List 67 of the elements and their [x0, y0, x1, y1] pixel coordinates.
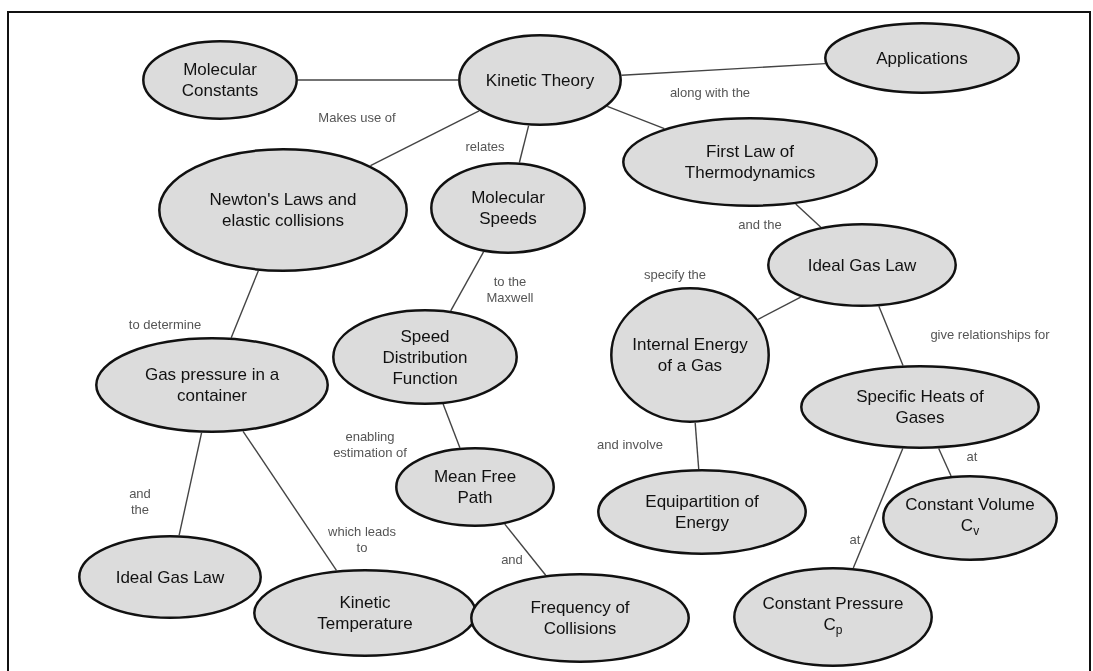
concept-label: Kinetic Temperature [316, 592, 414, 634]
connector-line [178, 432, 203, 536]
connector-line [620, 62, 826, 76]
concept-label: Molecular Constants [180, 59, 260, 101]
edge-label: along with the [668, 85, 752, 101]
edge-label: specify the [642, 267, 708, 283]
connector-line [518, 124, 530, 164]
connector-line [442, 403, 461, 449]
connector-line [230, 270, 260, 339]
concept-label: Ideal Gas Law [806, 254, 918, 276]
concept-ellipse [142, 40, 298, 120]
concept-ellipse [332, 309, 518, 405]
concept-ellipse [882, 475, 1058, 561]
concept-label: Gas pressure in a container [143, 364, 281, 406]
concept-ellipse [470, 573, 690, 663]
concept-ellipse [430, 162, 586, 254]
concept-ellipse [158, 148, 408, 272]
edge-label: at [848, 532, 862, 548]
concept-label: Constant Pressure C$_{p}$ [761, 592, 905, 640]
connector-line [757, 296, 802, 321]
concept-ellipse [622, 117, 878, 207]
concept-label: Equipartition of Energy [644, 491, 760, 533]
connector-line [242, 430, 338, 572]
connector-line [450, 251, 485, 312]
connector-line [795, 203, 822, 228]
concept-label: Internal Energy of a Gas [631, 334, 749, 376]
concept-ellipse [597, 469, 807, 555]
edge-label: enabling estimation of [332, 429, 408, 461]
concept-ellipse [395, 447, 555, 527]
concept-ellipse [733, 567, 933, 667]
edge-label: give relationships for [929, 327, 1051, 343]
concept-ellipse [95, 337, 329, 433]
concept-label: Ideal Gas Law [115, 566, 225, 588]
connector-line [504, 523, 547, 576]
edge-label: which leads to [327, 524, 397, 556]
connector-line [369, 110, 480, 167]
edge-label: and [500, 552, 524, 568]
concept-ellipse [824, 22, 1020, 94]
connector-line [938, 447, 952, 477]
concept-ellipse [78, 535, 262, 619]
edge-label: at [965, 449, 979, 465]
edge-label: and the [128, 486, 152, 518]
edge-label: and involve [596, 437, 664, 453]
concept-ellipse [800, 365, 1040, 449]
edge-label: to the Maxwell [485, 274, 535, 306]
concept-label: First Law of Thermodynamics [683, 141, 817, 183]
connector-line [606, 105, 666, 130]
concept-label: Newton's Laws and elastic collisions [208, 189, 358, 231]
concept-ellipse [458, 34, 622, 126]
concept-label: Kinetic Theory [484, 69, 596, 91]
edge-label: and the [737, 217, 783, 233]
concept-label: Specific Heats of Gases [855, 386, 985, 428]
concept-label: Mean Free Path [432, 466, 518, 508]
concept-label: Frequency of Collisions [529, 597, 631, 639]
concept-ellipse [610, 287, 770, 423]
concept-label: Speed Distribution Function [381, 325, 469, 389]
concept-ellipse [253, 569, 477, 657]
edge-label: to determine [127, 317, 203, 333]
edge-label: Makes use of [317, 110, 397, 126]
concept-label: Molecular Speeds [470, 187, 546, 229]
concept-label: Applications [875, 47, 969, 69]
connector-line [297, 79, 459, 81]
edge-label: relates [464, 139, 506, 155]
connector-line [878, 305, 904, 367]
concept-label: Constant Volume C$_{v}$ [905, 493, 1035, 541]
connector-line [852, 447, 904, 569]
connector-line [694, 422, 700, 470]
